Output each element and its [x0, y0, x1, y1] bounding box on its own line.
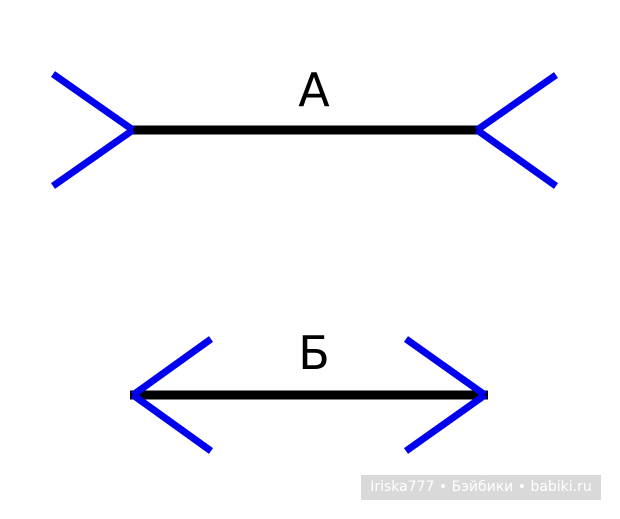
line-a-right-fin-upper — [475, 72, 558, 133]
watermark: Iriska777 • Бэйбики • babiki.ru — [361, 475, 601, 500]
line-b-right-arrow-lower — [403, 392, 488, 454]
line-a-left-fin-lower — [50, 127, 136, 189]
line-b-label: Б — [298, 326, 330, 380]
line-a-right-fin-lower — [474, 127, 559, 189]
line-b-group: Б — [130, 326, 488, 454]
line-b-right-arrow-upper — [403, 336, 488, 398]
line-a-left-fin-upper — [50, 71, 136, 133]
line-a-label: А — [298, 63, 330, 117]
line-b-left-arrow-upper — [130, 336, 214, 398]
line-a-group: А — [50, 63, 559, 189]
line-b-left-arrow-lower — [130, 392, 214, 454]
